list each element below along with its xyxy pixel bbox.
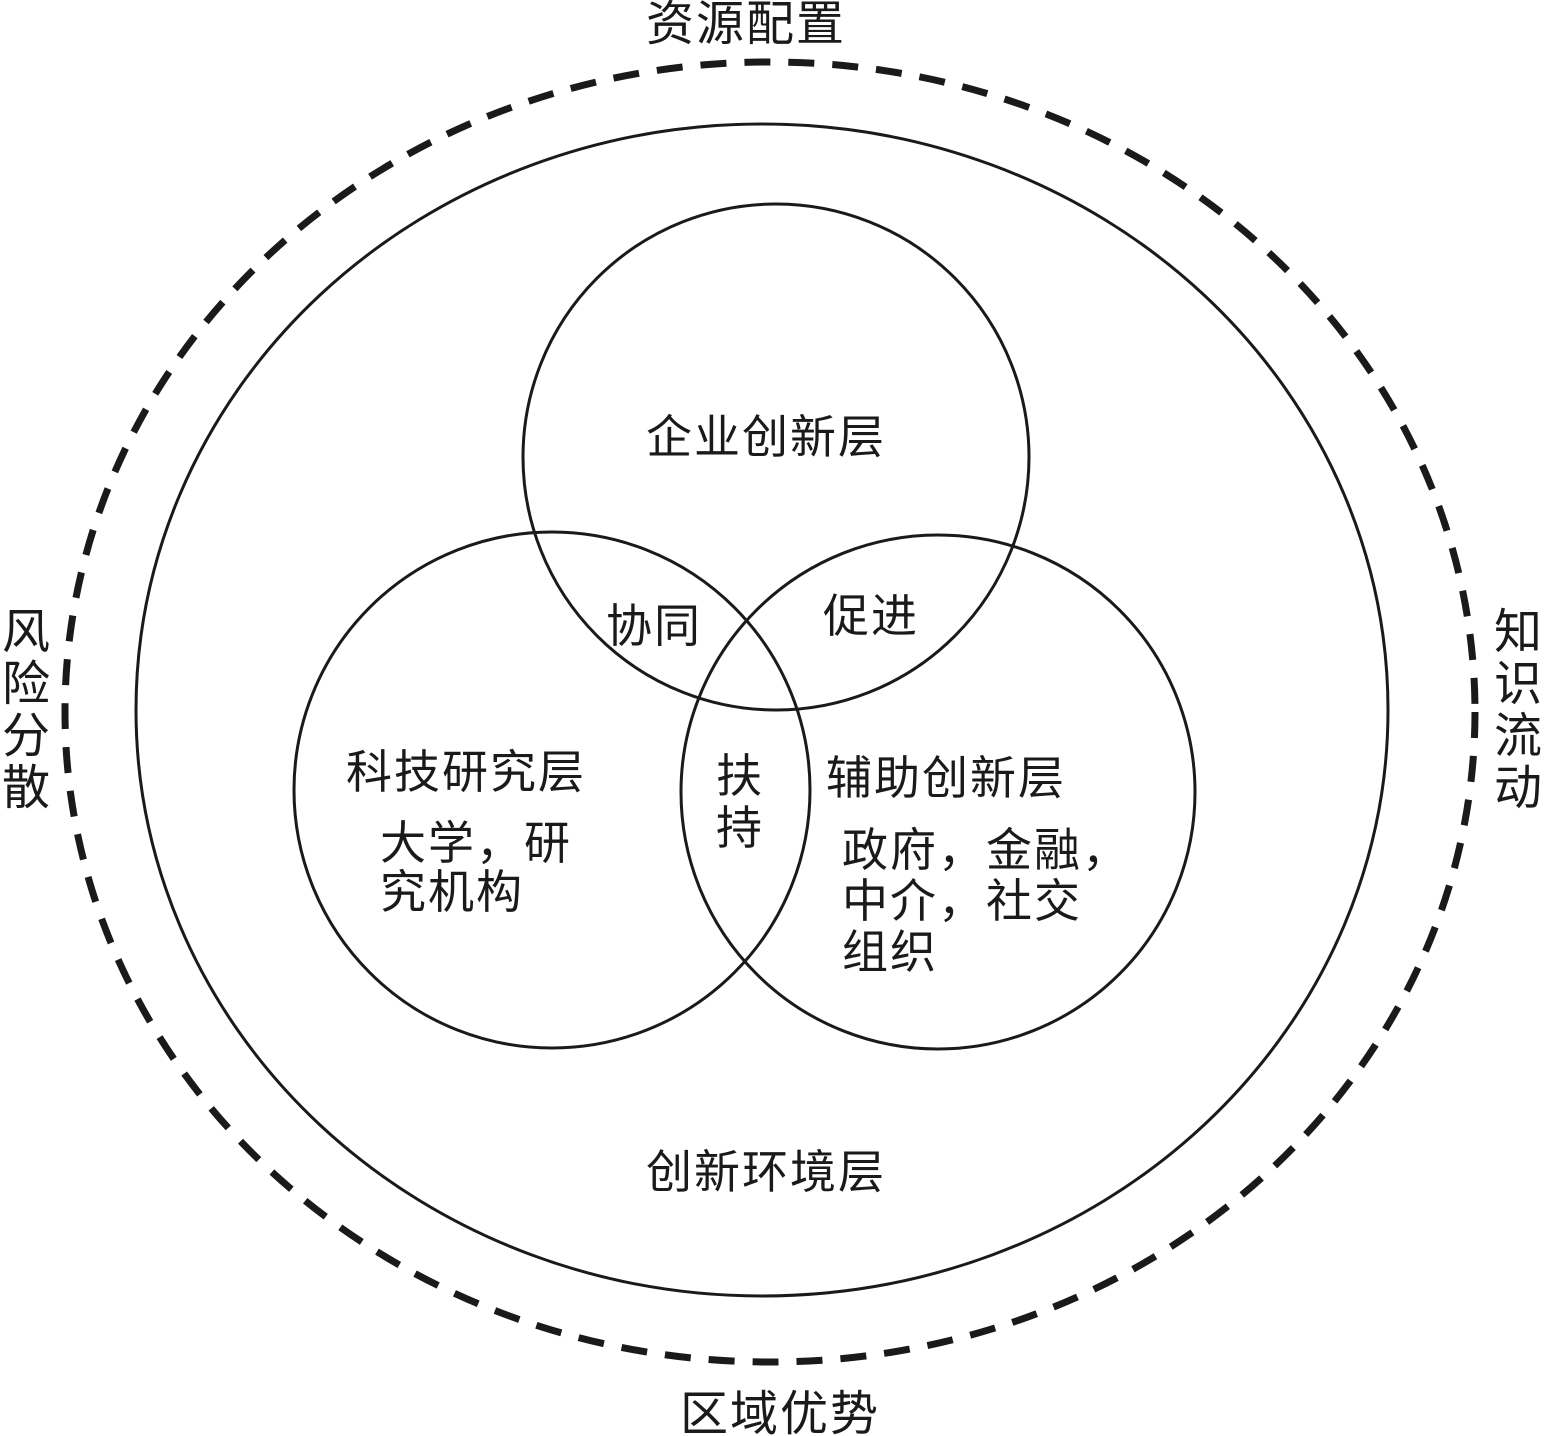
relation-synergy: 协同 <box>606 599 702 653</box>
svg-text:风: 风 <box>2 604 52 660</box>
environment-layer-title: 创新环境层 <box>646 1145 886 1199</box>
environment-layer-ellipse <box>134 122 1390 1298</box>
relation-support: 扶 持 <box>716 749 764 855</box>
svg-text:分: 分 <box>2 708 52 764</box>
label-regional-advantage: 区域优势 <box>680 1386 880 1436</box>
label-resource-allocation: 资源配置 <box>646 0 846 52</box>
svg-text:扶: 扶 <box>716 749 764 803</box>
outer-dashed-boundary <box>61 58 1479 1366</box>
research-layer-members-line1: 大学，研 <box>380 816 572 870</box>
svg-text:流: 流 <box>1494 708 1544 764</box>
research-layer-title: 科技研究层 <box>346 745 586 799</box>
svg-text:知: 知 <box>1494 604 1544 660</box>
research-layer-circle <box>292 530 812 1050</box>
svg-text:识: 识 <box>1494 656 1544 712</box>
research-layer-members-line2: 究机构 <box>380 865 524 919</box>
auxiliary-layer-members-line2: 中介，社交 <box>842 874 1082 928</box>
svg-text:险: 险 <box>2 656 52 712</box>
svg-text:散: 散 <box>2 760 52 816</box>
auxiliary-layer-members-line3: 组织 <box>842 925 938 979</box>
auxiliary-layer-members-line1: 政府，金融， <box>842 823 1130 877</box>
auxiliary-layer-title: 辅助创新层 <box>826 751 1066 805</box>
label-knowledge-flow: 知 识 流 动 <box>1494 604 1544 816</box>
enterprise-layer-title: 企业创新层 <box>646 410 886 464</box>
label-risk-dispersion: 风 险 分 散 <box>2 604 52 816</box>
svg-text:持: 持 <box>716 801 764 855</box>
auxiliary-layer-circle <box>679 533 1197 1051</box>
relation-promotion: 促进 <box>823 589 919 643</box>
svg-text:动: 动 <box>1494 760 1544 816</box>
enterprise-layer-circle <box>521 202 1031 712</box>
